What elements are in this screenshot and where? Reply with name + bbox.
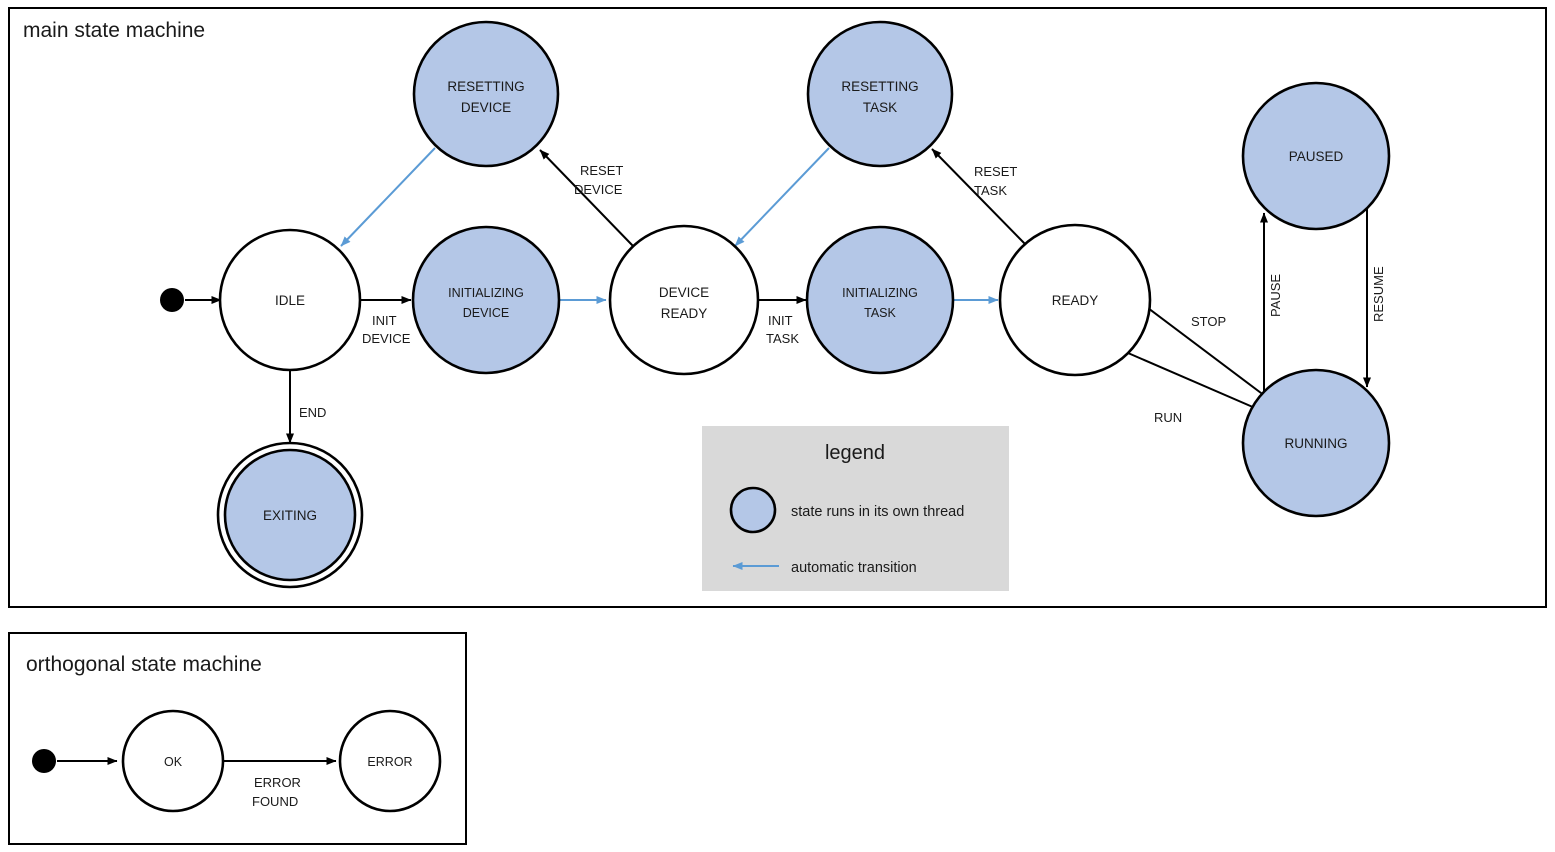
state-running-circle[interactable] — [1241, 368, 1391, 518]
state-paused-circle[interactable] — [1241, 81, 1391, 231]
state-ok-circle[interactable] — [121, 709, 225, 813]
legend-thread-state-text: state runs in its own thread — [791, 504, 964, 520]
transition-running-ready[interactable] — [1139, 301, 1266, 397]
initial-state-dot-main[interactable] — [160, 288, 184, 312]
state-exiting[interactable]: EXITING — [216, 441, 364, 589]
transition-ready-resetting-task[interactable] — [931, 148, 1028, 247]
legend-item-auto-transition: automatic transition — [732, 560, 917, 576]
edge-label-stop: STOP — [1191, 314, 1226, 329]
state-initializing-device-label-2: DEVICE — [463, 306, 510, 320]
state-resetting-task[interactable]: RESETTING TASK — [806, 20, 954, 168]
state-resetting-task-label-2: TASK — [863, 100, 897, 115]
state-paused[interactable]: PAUSED — [1241, 81, 1391, 231]
state-initializing-task-circle[interactable] — [805, 225, 955, 375]
transition-resetting-task-device-ready[interactable] — [734, 147, 830, 247]
legend: legend state runs in its own thread auto… — [702, 426, 1009, 591]
state-resetting-device-label-2: DEVICE — [461, 100, 511, 115]
state-exiting-circle[interactable] — [223, 448, 357, 582]
state-device-ready-label-1: DEVICE — [659, 285, 709, 300]
state-resetting-task-label-1: RESETTING — [841, 79, 918, 94]
state-device-ready[interactable]: DEVICE READY — [608, 224, 760, 376]
state-device-ready-label-2: READY — [661, 306, 708, 321]
transition-device-ready-resetting-device[interactable] — [539, 149, 634, 247]
state-initializing-task-label-1: INITIALIZING — [842, 286, 918, 300]
state-ok-label: OK — [164, 755, 183, 769]
state-ok[interactable]: OK — [121, 709, 225, 813]
edge-label-reset-task-1: RESET — [974, 164, 1017, 179]
edge-label-init-device-2: DEVICE — [362, 331, 411, 346]
transition-ready-running[interactable] — [1127, 352, 1263, 412]
edge-label-error-found-1: ERROR — [254, 775, 301, 790]
state-ready-label: READY — [1052, 293, 1099, 308]
state-exiting-label: EXITING — [263, 508, 317, 523]
state-idle-label: IDLE — [275, 293, 305, 308]
state-initializing-device-label-1: INITIALIZING — [448, 286, 524, 300]
state-idle[interactable]: IDLE — [218, 228, 362, 372]
state-resetting-device-label-1: RESETTING — [447, 79, 524, 94]
orthogonal-frame-title: orthogonal state machine — [26, 653, 262, 676]
state-error-label: ERROR — [367, 755, 412, 769]
state-paused-label: PAUSED — [1289, 149, 1344, 164]
initial-state-dot-orthogonal[interactable] — [32, 749, 56, 773]
main-states: IDLE RESETTING DEVICE INITIALIZING DEVIC… — [160, 20, 1391, 589]
state-error[interactable]: ERROR — [338, 709, 442, 813]
edge-label-run: RUN — [1154, 410, 1182, 425]
state-error-circle[interactable] — [338, 709, 442, 813]
legend-auto-transition-text: automatic transition — [791, 560, 917, 576]
main-frame-title: main state machine — [23, 19, 205, 42]
orthogonal-state-machine-frame: orthogonal state machine ERROR FOUND OK … — [8, 632, 467, 845]
state-running-label: RUNNING — [1285, 436, 1348, 451]
main-transitions: INIT DEVICE END RESET DEVICE INIT TASK R… — [185, 147, 1386, 444]
edge-label-reset-device-2: DEVICE — [574, 182, 623, 197]
state-initializing-task[interactable]: INITIALIZING TASK — [805, 225, 955, 375]
state-idle-circle[interactable] — [218, 228, 362, 372]
edge-label-init-task-2: TASK — [766, 331, 799, 346]
legend-item-thread-state: state runs in its own thread — [729, 486, 964, 534]
legend-title: legend — [825, 442, 885, 464]
state-device-ready-circle[interactable] — [608, 224, 760, 376]
state-running[interactable]: RUNNING — [1241, 368, 1391, 518]
edge-label-pause: PAUSE — [1268, 274, 1283, 317]
state-resetting-task-circle[interactable] — [806, 20, 954, 168]
state-resetting-device-circle[interactable] — [412, 20, 560, 168]
edge-label-init-task-1: INIT — [768, 313, 793, 328]
state-ready[interactable]: READY — [998, 223, 1152, 377]
edge-label-end: END — [299, 405, 326, 420]
state-initializing-device[interactable]: INITIALIZING DEVICE — [411, 225, 561, 375]
state-initializing-task-label-2: TASK — [864, 306, 896, 320]
edge-label-resume: RESUME — [1371, 266, 1386, 322]
legend-thread-state-icon — [729, 486, 777, 534]
state-initializing-device-circle[interactable] — [411, 225, 561, 375]
state-ready-circle[interactable] — [998, 223, 1152, 377]
edge-label-reset-task-2: TASK — [974, 183, 1007, 198]
edge-label-reset-device-1: RESET — [580, 163, 623, 178]
transition-resetting-device-idle[interactable] — [340, 147, 436, 247]
state-resetting-device[interactable]: RESETTING DEVICE — [412, 20, 560, 168]
edge-label-error-found-2: FOUND — [252, 794, 298, 809]
edge-label-init-device-1: INIT — [372, 313, 397, 328]
